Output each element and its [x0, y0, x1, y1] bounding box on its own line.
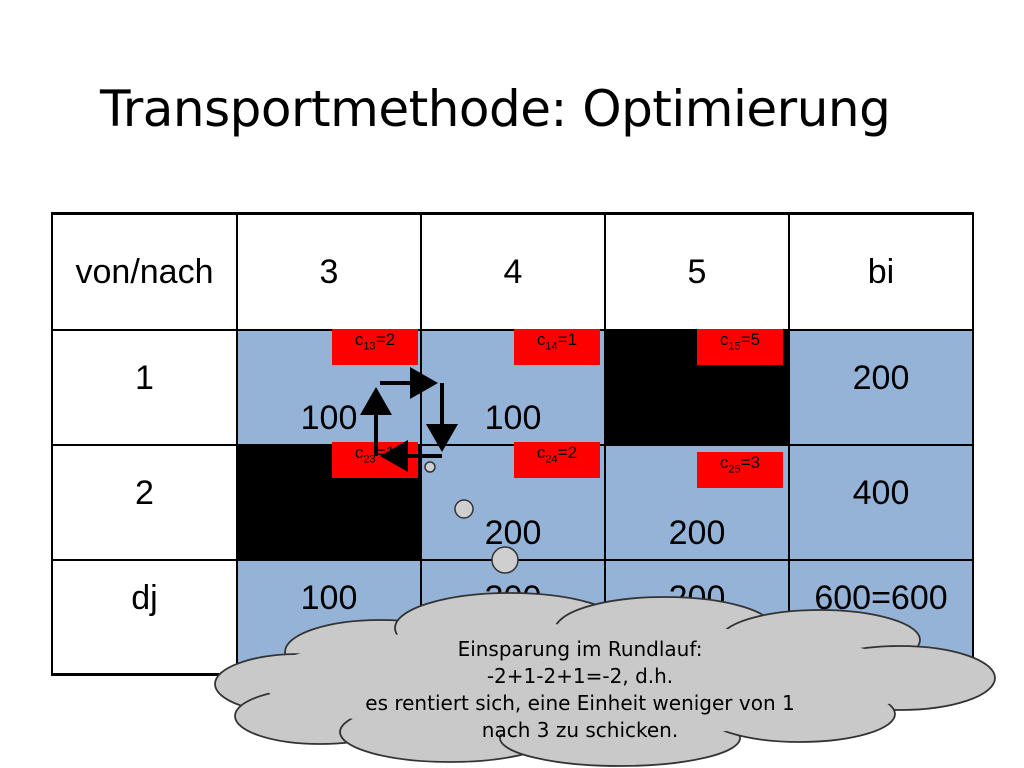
- cell-2-4: 200: [420, 444, 606, 561]
- thought-bubble-large: [491, 546, 519, 574]
- cost-label-c13: c13=2: [332, 329, 418, 365]
- table-row-2: 2 200 200 400: [51, 444, 974, 561]
- header-cell-bi: bi: [788, 212, 974, 331]
- note-line-1: Einsparung im Rundlauf:: [457, 637, 703, 661]
- header-cell-4: 4: [420, 212, 606, 331]
- row-label-2: 2: [51, 444, 238, 561]
- thought-bubbles: [424, 461, 519, 574]
- cycle-arrows: [360, 367, 458, 472]
- supply-2: 400: [788, 444, 974, 561]
- note-line-3: es rentiert sich, eine Einheit weniger v…: [365, 691, 795, 715]
- supply-1: 200: [788, 329, 974, 446]
- note-line-2: -2+1-2+1=-2, d.h.: [486, 664, 674, 688]
- note-line-4: nach 3 zu schicken.: [481, 718, 679, 742]
- cost-label-c24: c24=2: [514, 442, 600, 478]
- cost-label-c14: c14=1: [514, 329, 600, 365]
- cloud-fill: [260, 624, 920, 736]
- cloud-note: Einsparung im Rundlauf: -2+1-2+1=-2, d.h…: [320, 636, 840, 744]
- header-cell-von-nach: von/nach: [51, 212, 238, 331]
- table-header-row: von/nach 3 4 5 bi: [51, 212, 974, 331]
- header-cell-5: 5: [604, 212, 790, 331]
- thought-bubble-small: [424, 461, 436, 473]
- thought-bubble-medium: [454, 499, 474, 519]
- cost-label-c25: c25=3: [697, 452, 783, 488]
- header-cell-3: 3: [236, 212, 422, 331]
- slide-title: Transportmethode: Optimierung: [100, 80, 891, 138]
- row-label-dj: dj: [51, 559, 238, 676]
- row-label-1: 1: [51, 329, 238, 446]
- cost-label-c15: c15=5: [697, 329, 783, 365]
